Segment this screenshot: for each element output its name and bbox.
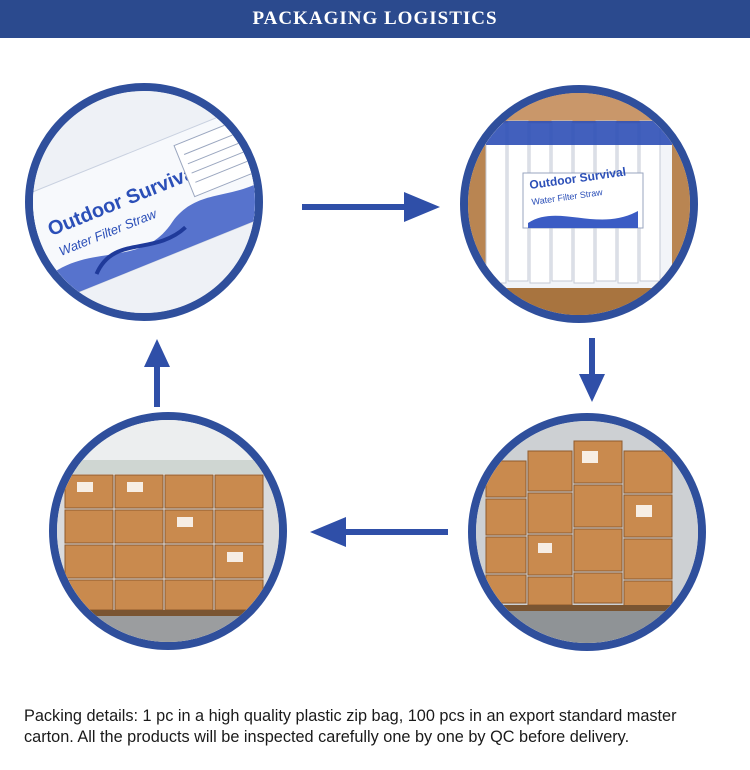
arrow-left-icon	[310, 517, 448, 547]
header-bar: PACKAGING LOGISTICS	[0, 0, 750, 38]
packing-details-caption: Packing details: 1 pc in a high quality …	[24, 707, 677, 746]
page-title: PACKAGING LOGISTICS	[252, 8, 498, 29]
photo-bags-in-carton: Outdoor Survival Water Filter Straw	[460, 85, 698, 323]
arrow-down-icon	[579, 338, 605, 402]
warehouse-stack-illustration	[57, 420, 279, 642]
bags-in-carton-illustration: Outdoor Survival Water Filter Straw	[468, 93, 690, 315]
photo-warehouse-stack	[49, 412, 287, 650]
pallet-cartons-illustration	[476, 421, 698, 643]
photo-single-bag: Outdoor Survival Water Filter Straw	[25, 83, 263, 321]
single-bag-illustration: Outdoor Survival Water Filter Straw	[33, 91, 255, 313]
photo-pallet-cartons	[468, 413, 706, 651]
arrow-right-icon	[302, 192, 440, 222]
arrow-up-icon	[144, 339, 170, 407]
